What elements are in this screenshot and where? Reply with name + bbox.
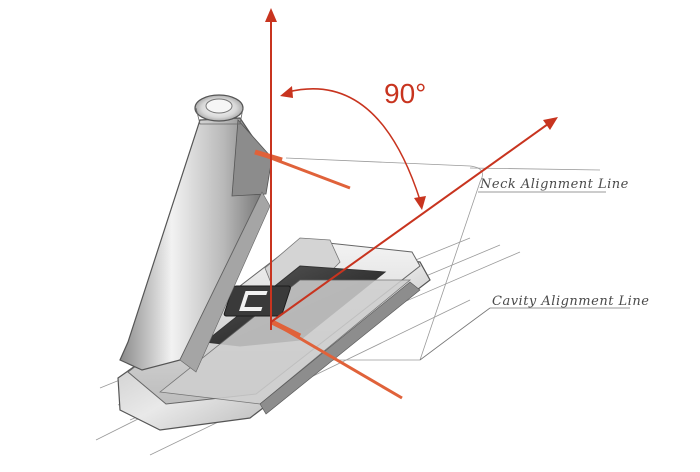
vertical-axis-arrow (265, 8, 277, 330)
right-angle-arc (280, 86, 426, 210)
putter-neck (119, 94, 273, 373)
putter-front-lip (159, 279, 412, 405)
neck-alignment-label: Neck Alignment Line (479, 177, 629, 192)
cavity-label-leader (419, 307, 630, 361)
cavity-alignment-label: Cavity Alignment Line (492, 294, 649, 309)
cavity-logo-mark (223, 285, 291, 317)
diagonal-axis-arrow (270, 117, 558, 323)
angle-label: 90° (384, 78, 426, 109)
